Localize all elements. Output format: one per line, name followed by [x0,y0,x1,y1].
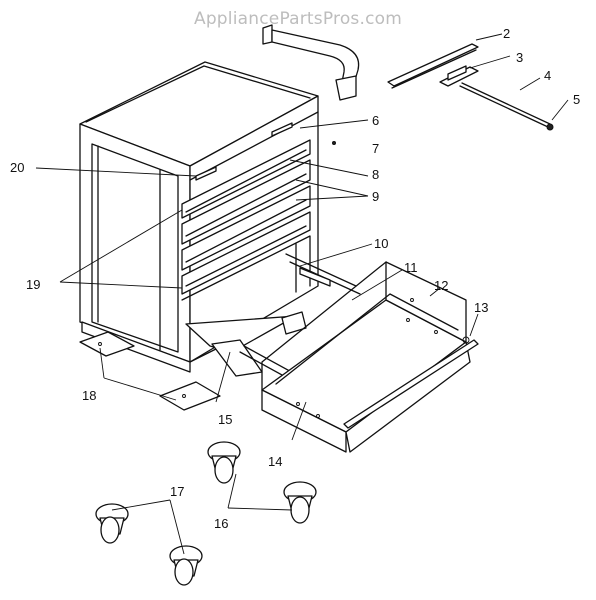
watermark-text: AppliancePartsPros.com [193,9,402,29]
callout-labels: 2 3 4 5 6 7 8 9 10 11 12 13 14 15 16 17 … [10,26,580,531]
callout-12: 12 [434,278,448,293]
caster-16-b [283,481,317,524]
callout-13: 13 [474,300,488,315]
callout-10: 10 [374,236,388,251]
callout-15: 15 [218,412,232,427]
caster-16-a [207,441,241,484]
caster-17-b [169,545,203,586]
callout-18: 18 [82,388,96,403]
callout-6: 6 [372,113,379,128]
callout-17: 17 [170,484,184,499]
bracket-part-3 [439,65,479,87]
handle [262,24,360,101]
callout-5: 5 [573,92,580,107]
callout-16: 16 [214,516,228,531]
callout-20: 20 [10,160,24,175]
rod-part-4 [459,82,551,128]
leader-lines [35,33,569,555]
callout-8: 8 [372,167,379,182]
callout-2: 2 [503,26,510,41]
mounting-plates-part-18 [79,331,221,411]
rail-part-2 [387,43,479,89]
drawer-part-12 [261,261,479,453]
callout-4: 4 [544,68,551,83]
callout-14: 14 [268,454,282,469]
casters [95,441,317,586]
callout-9: 9 [372,189,379,204]
callout-7: 7 [372,141,379,156]
callout-3: 3 [516,50,523,65]
callout-19: 19 [26,277,40,292]
screw-part-5 [546,123,554,131]
cabinet-body [79,61,319,373]
callout-11: 11 [404,260,418,275]
caster-17-a [95,503,129,544]
